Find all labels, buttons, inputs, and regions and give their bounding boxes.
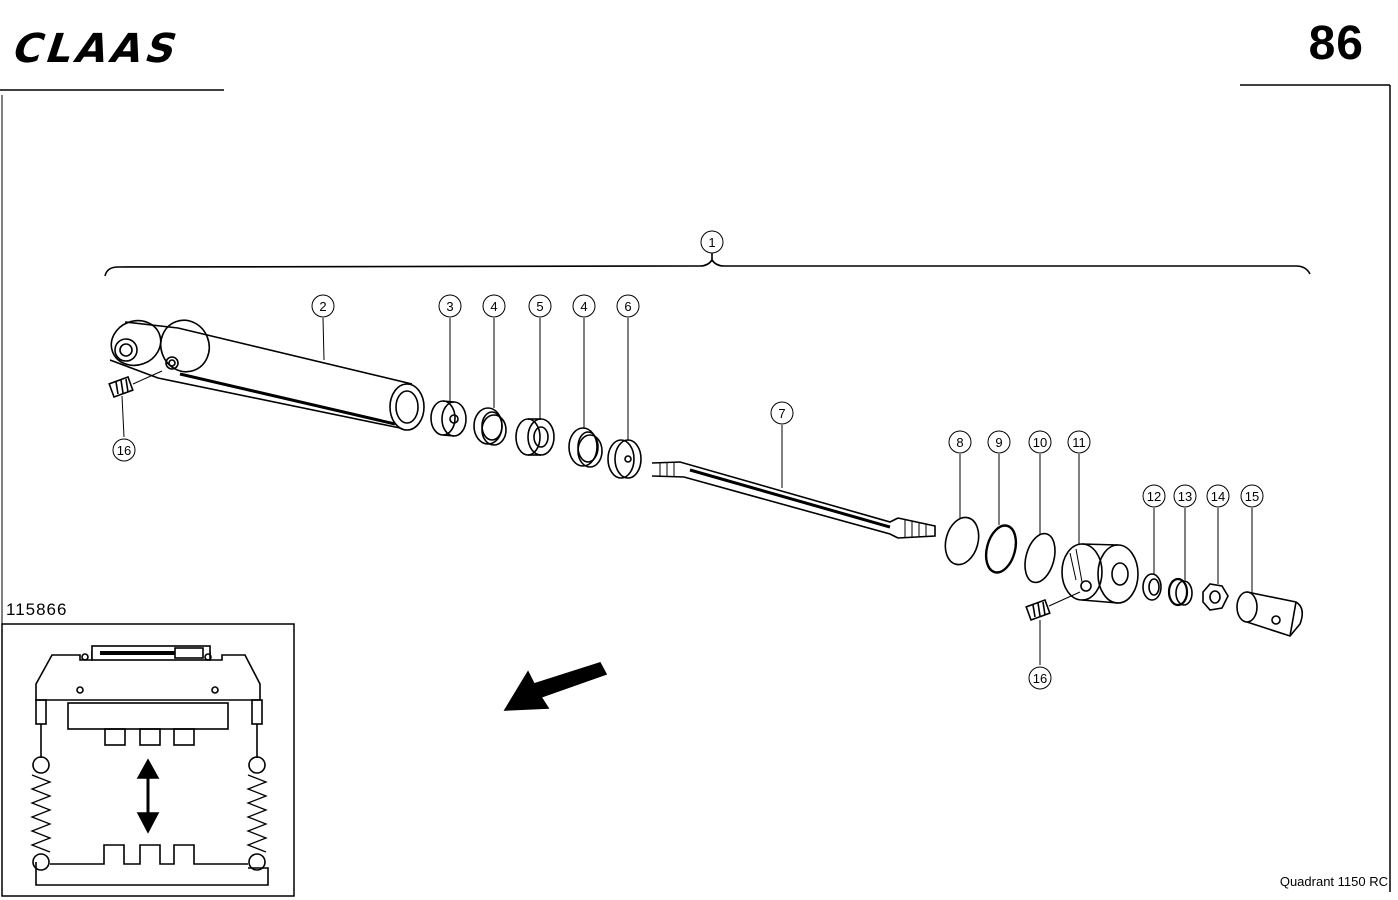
svg-text:16: 16: [117, 443, 131, 458]
callout-3: 3: [438, 294, 462, 318]
claas-logo: CLAAS: [0, 25, 224, 91]
callout-2: 2: [311, 294, 335, 318]
model-label: Quadrant 1150 RC: [1279, 874, 1388, 889]
callout-16a: 16: [112, 438, 136, 462]
part-4-ring-a: [473, 407, 507, 446]
callout-13: 13: [1173, 484, 1197, 508]
inset-schematic: [1, 623, 295, 897]
callout-1: 1: [700, 230, 724, 254]
svg-text:14: 14: [1211, 489, 1225, 504]
part-8-o-ring: [944, 516, 980, 566]
svg-text:13: 13: [1178, 489, 1192, 504]
callout-6: 6: [616, 294, 640, 318]
part-10-o-ring: [1024, 532, 1056, 584]
svg-text:7: 7: [778, 406, 785, 421]
grease-nipple-right: [1025, 591, 1081, 622]
callout-5: 5: [528, 294, 552, 318]
svg-text:9: 9: [995, 435, 1002, 450]
part-14-nut: [1202, 583, 1229, 611]
svg-text:2: 2: [319, 299, 326, 314]
svg-text:3: 3: [446, 299, 453, 314]
callout-9: 9: [987, 430, 1011, 454]
part-3-bushing: [430, 400, 467, 437]
svg-text:5: 5: [536, 299, 543, 314]
svg-text:15: 15: [1245, 489, 1259, 504]
svg-text:10: 10: [1033, 435, 1047, 450]
callout-8: 8: [948, 430, 972, 454]
callout-10: 10: [1028, 430, 1052, 454]
svg-text:16: 16: [1033, 671, 1047, 686]
direction-arrow: [503, 662, 608, 711]
cylinder-tube: [109, 319, 425, 431]
svg-text:1: 1: [708, 235, 715, 250]
callout-7: 7: [770, 401, 794, 425]
svg-text:12: 12: [1147, 489, 1161, 504]
part-9-o-ring: [984, 524, 1018, 574]
part-4-ring-b: [568, 427, 603, 468]
callout-11: 11: [1067, 430, 1091, 454]
svg-text:8: 8: [956, 435, 963, 450]
drawing-number: 115866: [6, 600, 68, 619]
callout-14: 14: [1206, 484, 1230, 508]
svg-text:4: 4: [580, 299, 587, 314]
svg-text:11: 11: [1072, 435, 1086, 450]
part-6-washer: [607, 439, 642, 479]
svg-text:4: 4: [490, 299, 497, 314]
svg-text:6: 6: [624, 299, 631, 314]
part-13-ring: [1167, 577, 1193, 607]
callout-16b: 16: [1028, 666, 1052, 690]
callout-4b: 4: [572, 294, 596, 318]
part-12-ring: [1142, 573, 1162, 601]
part-15-clevis: [1236, 591, 1304, 637]
grease-nipple-left: [108, 370, 163, 399]
page-number: 86: [1308, 17, 1364, 70]
assembly-bracket: [104, 258, 1311, 277]
callout-15: 15: [1240, 484, 1264, 508]
callout-4a: 4: [482, 294, 506, 318]
callout-12: 12: [1142, 484, 1166, 508]
logo-text: CLAAS: [7, 25, 188, 72]
part-11-guide: [1061, 543, 1139, 604]
piston-rod: [651, 461, 936, 539]
part-5-piston: [515, 418, 555, 456]
